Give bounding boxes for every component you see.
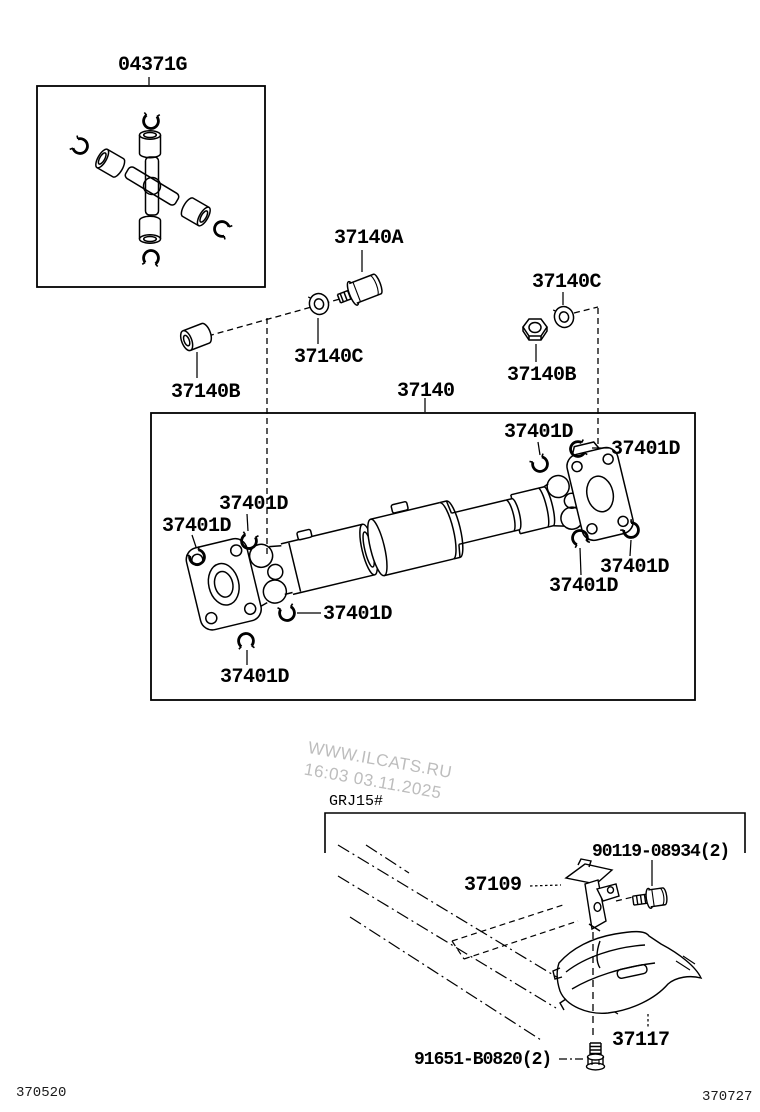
- leader-lines: [148, 77, 653, 1060]
- bracket-bolt-drawing: [631, 887, 668, 909]
- frame-rails: [337, 844, 619, 1041]
- label-snap-ring-5: 37401D: [504, 421, 574, 444]
- label-variant-grj15: GRJ15#: [329, 793, 384, 810]
- assembly-box: [150, 412, 696, 701]
- bushing-left-drawing: [179, 322, 213, 352]
- protector-bolt-drawing: [585, 1042, 606, 1071]
- label-washer-right: 37140C: [532, 271, 602, 294]
- label-snap-ring-1: 37401D: [219, 493, 289, 516]
- diagram-code-left: 370520: [16, 1085, 67, 1101]
- bearing-cup: [178, 195, 214, 229]
- label-bolt-37140a: 37140A: [334, 227, 404, 250]
- snap-ring-icon: [140, 248, 162, 268]
- kit-box: [36, 85, 266, 288]
- crossmember-ghost: [451, 896, 634, 960]
- propeller-shaft-drawing: [185, 441, 634, 631]
- label-assembly-37140: 37140: [397, 380, 455, 403]
- diagram-code-right: 370727: [702, 1089, 753, 1105]
- label-snap-ring-8: 37401D: [549, 575, 619, 598]
- snap-ring-icon: [210, 217, 234, 241]
- label-protector-37117: 37117: [612, 1029, 670, 1052]
- washer-right-drawing: [551, 303, 577, 331]
- u-joint-kit-drawing: [68, 111, 234, 268]
- label-protector-bolt-91651: 91651-B0820(2): [414, 1050, 552, 1070]
- snap-ring-icon: [68, 134, 92, 158]
- protector-drawing: [552, 930, 703, 1014]
- spider-cross: [124, 156, 180, 216]
- label-snap-ring-2: 37401D: [162, 515, 232, 538]
- label-snap-ring-4: 37401D: [220, 666, 290, 689]
- label-kit-04371g: 04371G: [118, 54, 188, 77]
- snap-ring-icon: [236, 631, 256, 651]
- label-bracket-37109: 37109: [464, 874, 522, 897]
- snap-ring-icon: [140, 111, 162, 131]
- label-snap-ring-6: 37401D: [611, 438, 681, 461]
- variant-box: [324, 812, 746, 853]
- nut-right-drawing: [522, 318, 548, 341]
- washer-left-drawing: [306, 290, 332, 318]
- label-snap-ring-7: 37401D: [600, 556, 670, 579]
- bearing-cup: [138, 130, 162, 159]
- label-washer-left: 37140C: [294, 346, 364, 369]
- label-nut-right: 37140B: [507, 364, 577, 387]
- bearing-cup: [92, 146, 128, 180]
- label-bracket-bolt-90119: 90119-08934(2): [592, 842, 730, 862]
- snap-ring-icon: [528, 452, 552, 476]
- snap-ring-icon: [276, 602, 298, 624]
- bolt-37140a-drawing: [336, 273, 383, 306]
- label-bushing-left: 37140B: [171, 381, 241, 404]
- bracket-drawing: [564, 858, 620, 932]
- label-snap-ring-3: 37401D: [323, 603, 393, 626]
- bearing-cup: [138, 215, 162, 244]
